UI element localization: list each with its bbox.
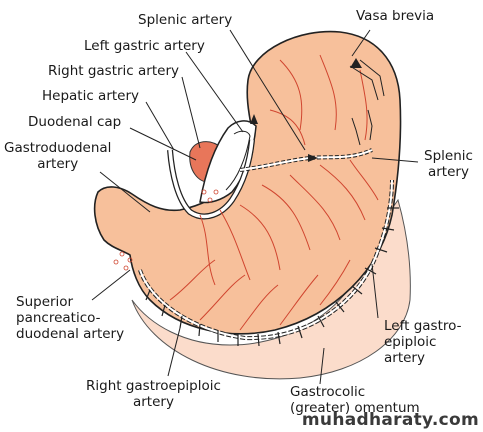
label-left-gastroepiploic-artery: Left gastro- epiploic artery: [384, 318, 462, 366]
surface-vessels: [169, 54, 379, 331]
label-splenic-artery-top: Splenic artery: [138, 12, 233, 28]
gastroepiploic-arcade-lumen: [139, 179, 393, 340]
omental-branches: [145, 207, 399, 347]
label-superior-pancreaticoduodenal-artery: Superior pancreatico- duodenal artery: [16, 294, 125, 342]
label-right-gastroepiploic-artery: Right gastroepiploic artery: [86, 378, 221, 410]
watermark-text: muhadharaty.com: [301, 410, 479, 430]
label-duodenal-cap: Duodenal cap: [28, 114, 122, 130]
leader-lines: [91, 29, 419, 385]
label-vasa-brevia: Vasa brevia: [356, 8, 435, 24]
pancreas-texture: [113, 189, 219, 271]
label-splenic-artery-right: Splenic artery: [424, 148, 473, 180]
flow-arrows: [250, 58, 362, 162]
vasa-brevia-branches: [349, 59, 385, 146]
esophageal-tube-inner: [225, 130, 251, 191]
label-hepatic-artery: Hepatic artery: [42, 88, 140, 104]
label-right-gastric-artery: Right gastric artery: [48, 63, 179, 79]
greater-omentum: [131, 198, 411, 380]
label-left-gastric-artery: Left gastric artery: [84, 38, 205, 54]
label-gastroduodenal-artery: Gastroduodenal artery: [4, 140, 112, 172]
esophageal-tube: [199, 120, 257, 204]
label-gastrocolic-omentum: Gastrocolic (greater) omentum: [290, 384, 420, 416]
